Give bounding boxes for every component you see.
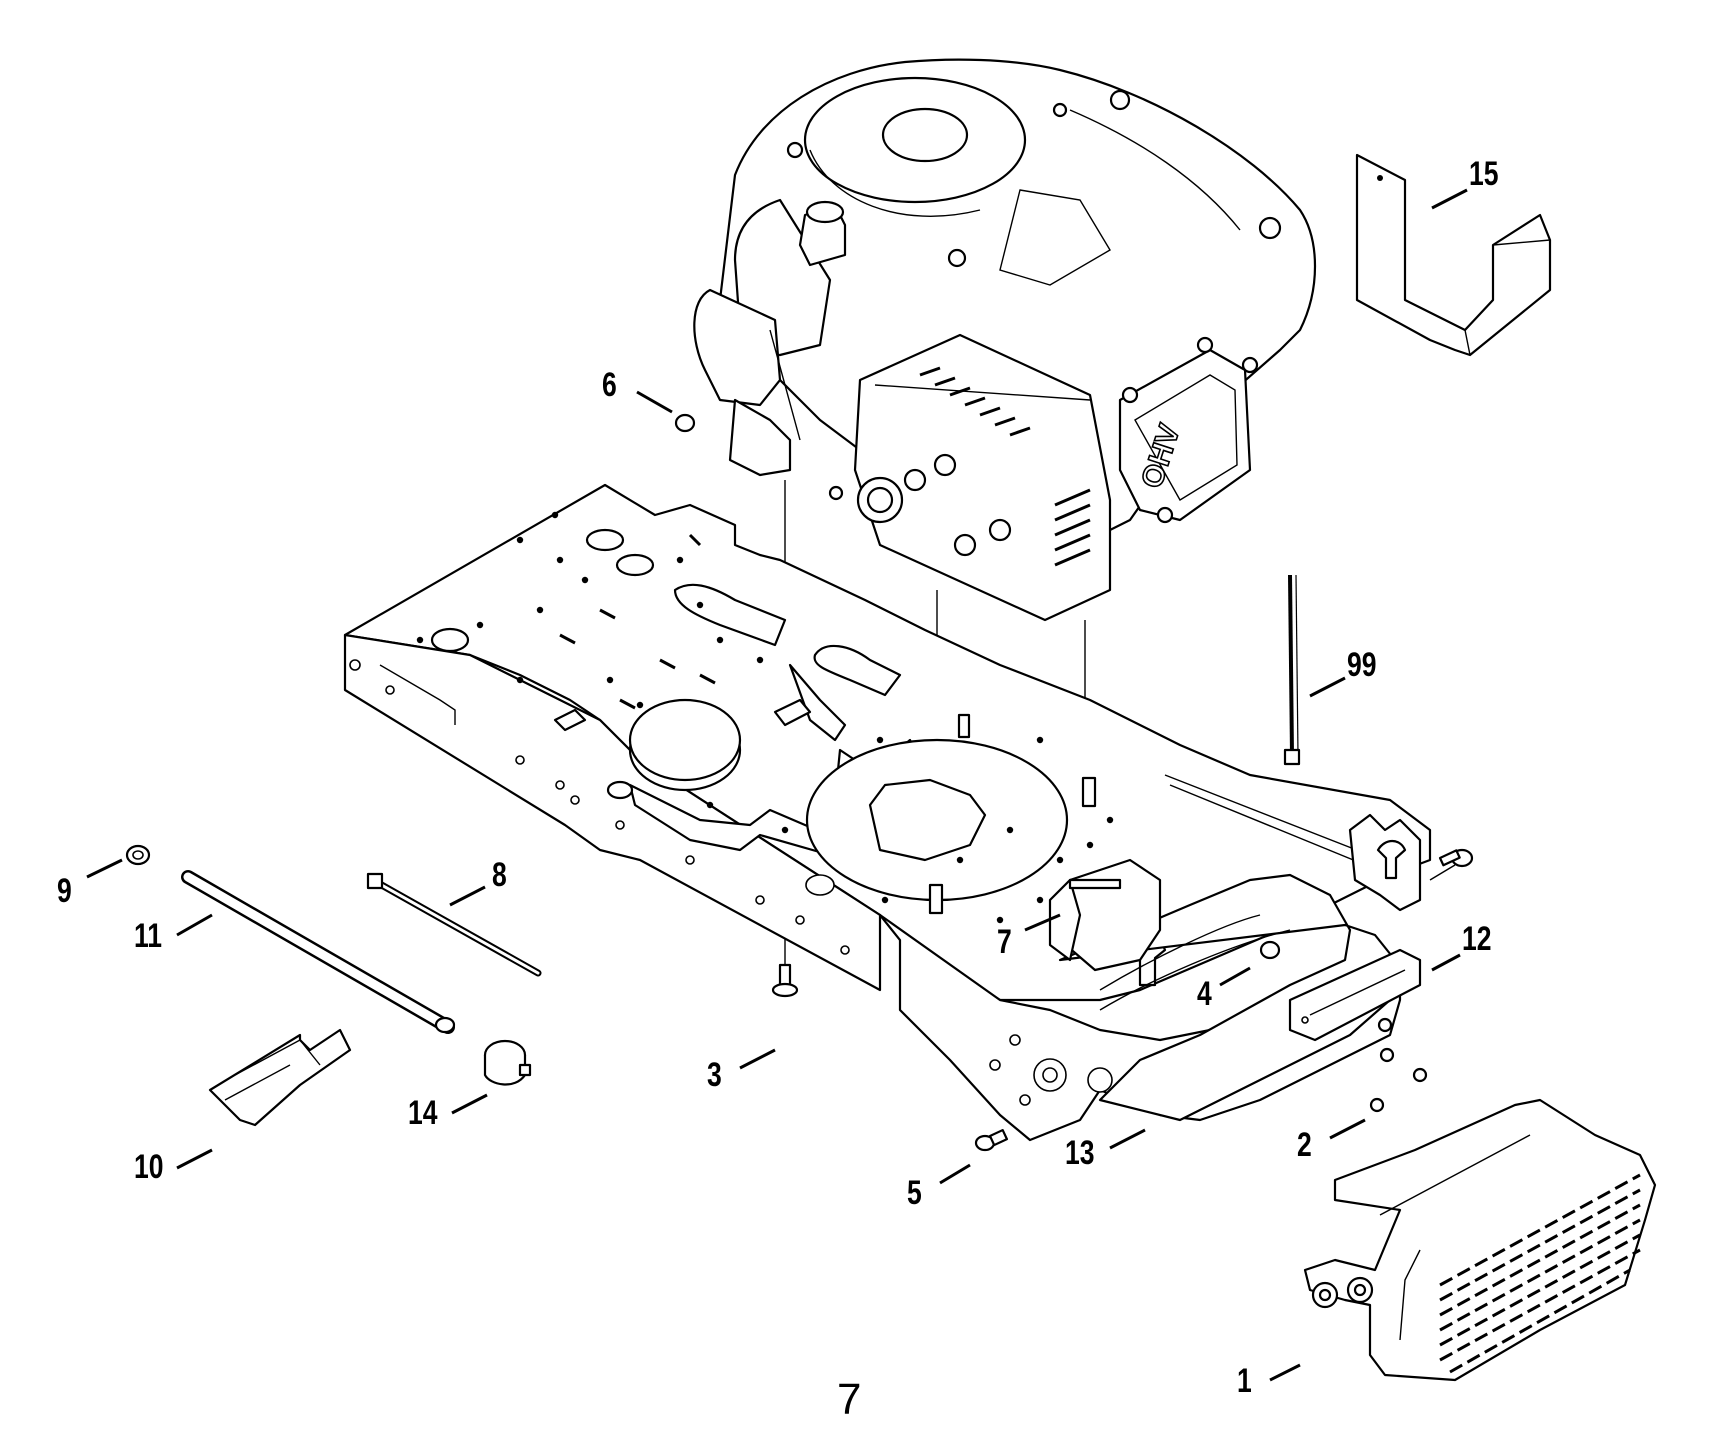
- callout-13: 13: [1065, 1134, 1095, 1172]
- callout-5: 5: [907, 1174, 922, 1212]
- part-12-bumper-plate: [1288, 948, 1422, 1042]
- callout-11: 11: [134, 917, 163, 955]
- callout-99: 99: [1347, 646, 1377, 684]
- callout-15: 15: [1469, 155, 1499, 193]
- frame-holes: [416, 511, 1114, 924]
- part-1-grille: [1303, 1098, 1657, 1382]
- grille-slots: [1439, 1173, 1641, 1374]
- part-9-nut: [125, 844, 151, 866]
- muffler-vents: [919, 366, 1091, 567]
- part-10-bracket: [208, 1028, 352, 1127]
- callout-12: 12: [1462, 920, 1492, 958]
- page-number: 7: [837, 1375, 862, 1424]
- callout-8: 8: [492, 856, 507, 894]
- part-99-cable-tie: [1283, 574, 1301, 766]
- callout-2: 2: [1297, 1126, 1312, 1164]
- engine: OHV: [693, 58, 1317, 622]
- callout-3: 3: [707, 1056, 722, 1094]
- leader-lines: [86, 188, 1468, 1382]
- part-15-bracket: [1355, 153, 1552, 357]
- callout-1: 1: [1237, 1362, 1252, 1400]
- side-wall-holes: [349, 659, 850, 955]
- part-7-strap: [1048, 858, 1162, 972]
- callout-9: 9: [57, 872, 72, 910]
- part-11-rod: [181, 870, 456, 1034]
- guide-line: [1429, 864, 1456, 881]
- callout-6: 6: [602, 366, 617, 404]
- part-14-bumper: [483, 1039, 532, 1086]
- part-8-rod: [366, 872, 542, 977]
- callout-10: 10: [134, 1148, 164, 1186]
- hardware: [674, 413, 1474, 1152]
- callout-4: 4: [1197, 975, 1212, 1013]
- callout-7: 7: [997, 923, 1012, 961]
- callout-14: 14: [408, 1094, 438, 1132]
- frame: [343, 483, 1432, 1142]
